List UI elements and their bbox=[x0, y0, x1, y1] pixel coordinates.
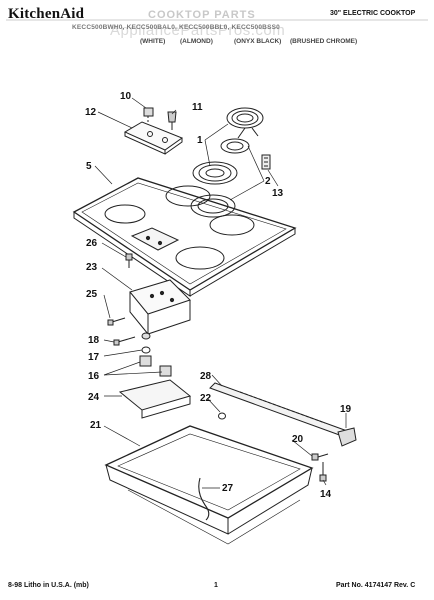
part-1-surface-element-lower bbox=[192, 161, 238, 185]
footer-print-info: 8-98 Litho in U.S.A. (mb) bbox=[8, 582, 89, 589]
part-27-wire bbox=[198, 477, 210, 521]
callout-2: 2 bbox=[265, 176, 271, 187]
color-onyx-black: (ONYX BLACK) bbox=[234, 38, 282, 45]
part-12-bracket bbox=[123, 121, 184, 155]
part-2-drip-bowl bbox=[190, 138, 250, 218]
callout-12: 12 bbox=[85, 107, 97, 118]
callout-25: 25 bbox=[86, 289, 98, 300]
callout-1: 1 bbox=[197, 135, 203, 146]
callout-18: 14 bbox=[320, 489, 332, 500]
callout-27: 27 bbox=[222, 483, 234, 494]
callout-28: 28 bbox=[200, 371, 212, 382]
part-20-screw bbox=[311, 453, 329, 461]
footer-page-number: 1 bbox=[214, 582, 218, 589]
watermark: AppliancePartsPros.com bbox=[110, 22, 286, 39]
product-type: 30" ELECTRIC COOKTOP bbox=[330, 10, 416, 17]
callout-14: 16 bbox=[88, 371, 100, 382]
callout-19: 19 bbox=[340, 404, 352, 415]
part-18-screw bbox=[319, 462, 327, 482]
callout-17: 18 bbox=[88, 335, 100, 346]
part-11-terminal bbox=[167, 111, 177, 130]
callout-13: 13 bbox=[272, 188, 284, 199]
leader-lines bbox=[94, 97, 347, 489]
callout-11: 11 bbox=[192, 102, 203, 113]
part-19-bracket bbox=[337, 427, 357, 447]
part-16-washer bbox=[141, 346, 151, 354]
part-22-clip bbox=[218, 412, 226, 420]
part-5-cooktop bbox=[72, 177, 297, 297]
part-24-housing bbox=[118, 379, 192, 419]
part-26-screw bbox=[125, 253, 133, 268]
part-21-burner-box bbox=[104, 425, 314, 545]
callout-5: 5 bbox=[86, 161, 92, 172]
brand-logo: KitchenAid bbox=[8, 6, 85, 22]
footer-part-number: Part No. 4174147 Rev. C bbox=[336, 582, 416, 589]
callout-20: 20 bbox=[292, 434, 304, 445]
model-numbers: KECC500BWH0, KECC500BAL0, KECC500BBL0, K… bbox=[72, 24, 280, 31]
part-23-switch-bracket bbox=[129, 279, 191, 335]
part-10-nut bbox=[143, 107, 154, 122]
part-17-screw bbox=[113, 332, 151, 346]
callout-26: 26 bbox=[86, 238, 98, 249]
part-14-switches bbox=[139, 355, 172, 377]
part-28-rail bbox=[209, 382, 351, 438]
color-brushed-chrome: (BRUSHED CHROME) bbox=[290, 38, 358, 45]
callout-16: 17 bbox=[88, 352, 100, 363]
color-white: (WHITE) bbox=[140, 38, 166, 45]
callout-22: 22 bbox=[200, 393, 212, 404]
callout-24: 24 bbox=[88, 392, 100, 403]
part-13-receptacle bbox=[261, 154, 271, 170]
part-25-screw bbox=[107, 317, 126, 326]
callout-21: 21 bbox=[90, 420, 102, 431]
color-almond: (ALMOND) bbox=[180, 38, 213, 45]
section-title: COOKTOP PARTS bbox=[148, 9, 256, 21]
callout-23: 23 bbox=[86, 262, 98, 273]
part-1-surface-element bbox=[226, 107, 264, 139]
callout-10: 10 bbox=[120, 91, 132, 102]
